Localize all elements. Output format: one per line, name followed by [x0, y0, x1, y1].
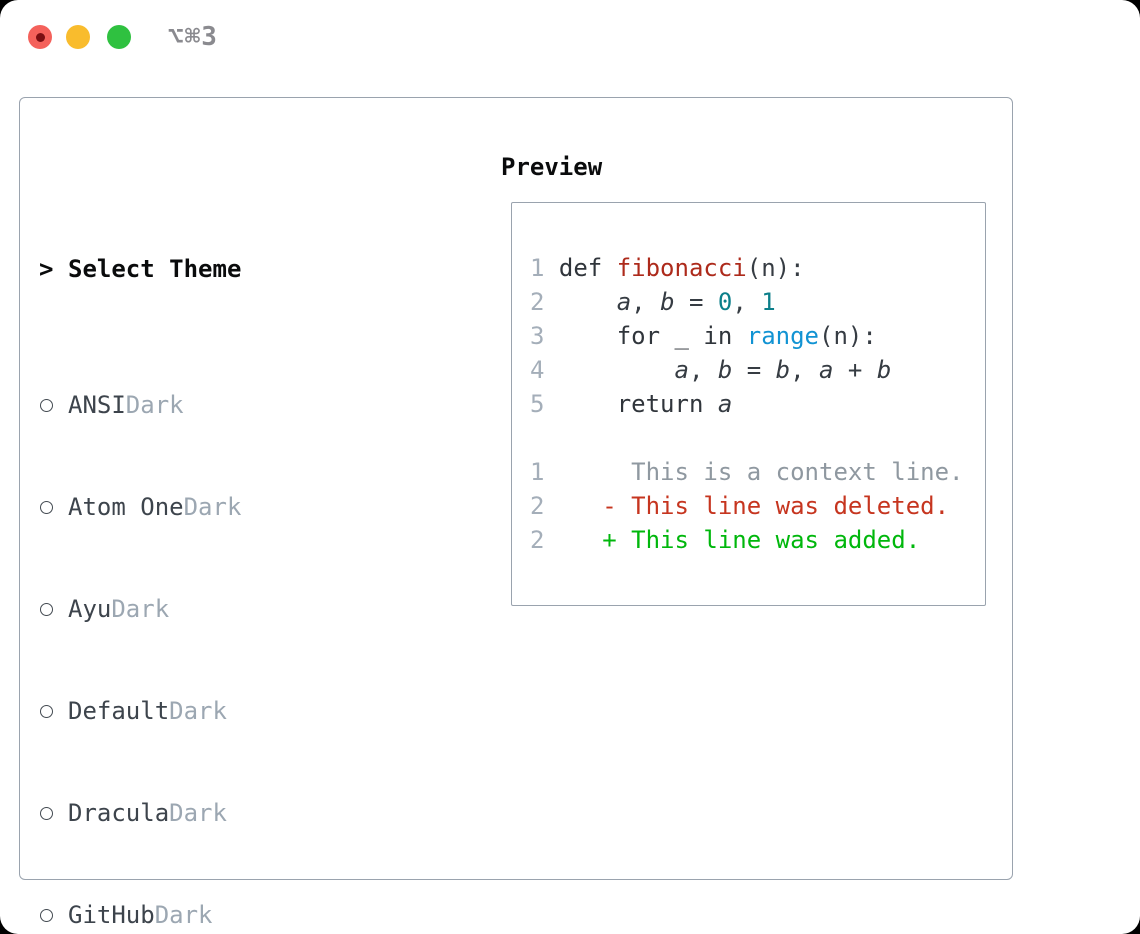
diff-context-line: This is a context line. — [558, 458, 964, 486]
window-title: ⌥⌘3 — [168, 22, 218, 52]
theme-option-atom-one-dark[interactable]: Atom One Dark — [39, 490, 444, 524]
title-bar: ⌥⌘3 — [0, 0, 1140, 97]
theme-option-default-dark[interactable]: Default Dark — [39, 694, 444, 728]
select-theme-header: Select Theme — [68, 255, 242, 283]
zoom-button[interactable] — [107, 25, 131, 49]
preview-header: Preview — [501, 153, 603, 181]
radio-icon — [39, 908, 68, 922]
theme-picker-column: > Select Theme ANSI Dark Atom One Dark A… — [39, 150, 444, 934]
preview-box: 1 def fibonacci(n): 2 a, b = 0, 1 3 for … — [511, 202, 986, 606]
diff-added-line: + This line was added. — [558, 526, 921, 554]
theme-option-dracula-dark[interactable]: Dracula Dark — [39, 796, 444, 830]
minimize-button[interactable] — [66, 25, 90, 49]
radio-icon — [39, 806, 68, 820]
code-preview: 1 def fibonacci(n): 2 a, b = 0, 1 3 for … — [530, 254, 964, 554]
select-theme-header-row: > Select Theme — [39, 252, 444, 286]
radio-icon — [39, 602, 68, 616]
radio-icon — [39, 398, 68, 412]
diff-deleted-line: - This line was deleted. — [558, 492, 950, 520]
radio-icon — [39, 704, 68, 718]
focus-prompt-icon: > — [39, 255, 54, 283]
close-button[interactable] — [28, 25, 52, 49]
theme-option-github-dark[interactable]: GitHub Dark — [39, 898, 444, 932]
radio-icon — [39, 500, 68, 514]
theme-picker-panel: > Select Theme ANSI Dark Atom One Dark A… — [19, 97, 1013, 929]
theme-option-ansi-dark[interactable]: ANSI Dark — [39, 388, 444, 422]
theme-option-ayu-dark[interactable]: Ayu Dark — [39, 592, 444, 626]
